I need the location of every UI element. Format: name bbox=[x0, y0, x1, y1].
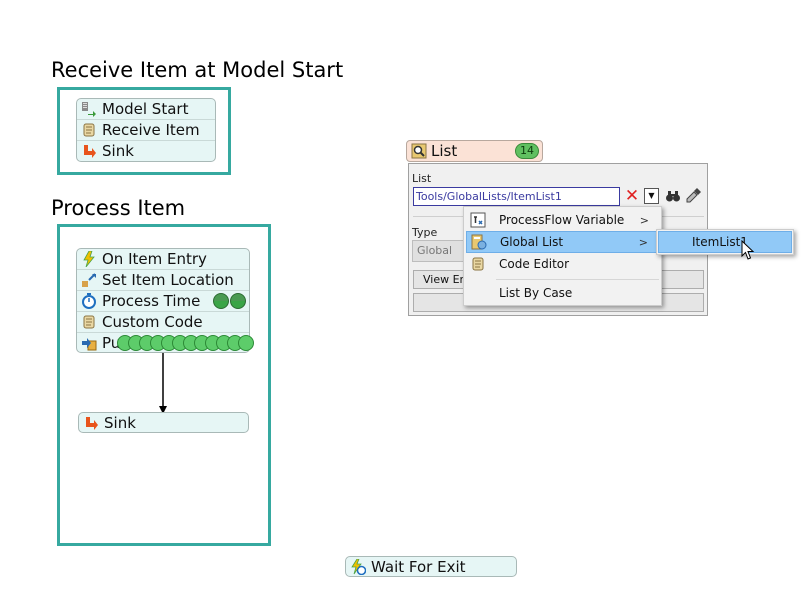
list-path-input[interactable]: Tools/GlobalLists/ItemList1 bbox=[413, 187, 620, 206]
activity-label: Wait For Exit bbox=[371, 558, 466, 576]
activity-push[interactable]: Pu bbox=[77, 333, 254, 353]
wait-for-exit-block[interactable]: Wait For Exit bbox=[345, 556, 517, 577]
script-icon bbox=[81, 122, 97, 138]
process-sink-block[interactable]: Sink bbox=[78, 412, 249, 433]
process-time-tokens bbox=[213, 293, 246, 309]
activity-on-item-entry[interactable]: On Item Entry bbox=[77, 249, 249, 270]
token[interactable] bbox=[238, 335, 254, 351]
submenu-item-itemlist1[interactable]: ItemList1 bbox=[658, 231, 792, 253]
token[interactable] bbox=[230, 293, 246, 309]
activity-label: Receive Item bbox=[102, 121, 200, 139]
chevron-right-icon: > bbox=[639, 213, 649, 227]
menu-item-code-editor[interactable]: Code Editor bbox=[466, 253, 659, 275]
activity-label: Model Start bbox=[102, 100, 189, 118]
lightning-icon bbox=[81, 251, 97, 267]
type-label: Type bbox=[412, 226, 438, 239]
eyedropper-icon bbox=[686, 188, 701, 203]
menu-item-label: Code Editor bbox=[499, 257, 570, 271]
menu-item-list-by-case[interactable]: List By Case bbox=[466, 282, 659, 304]
sink-icon bbox=[81, 143, 97, 159]
activity-wait-for-exit[interactable]: Wait For Exit bbox=[346, 557, 516, 577]
global-list-icon bbox=[471, 234, 487, 250]
list-field-label: List bbox=[412, 172, 432, 185]
token-count-badge: 14 bbox=[515, 143, 539, 159]
wait-icon bbox=[350, 559, 366, 575]
activity-sink[interactable]: Sink bbox=[77, 141, 215, 161]
global-list-submenu: ItemList1 bbox=[656, 229, 794, 255]
activity-set-item-location[interactable]: Set Item Location bbox=[77, 270, 249, 291]
menu-item-label: ProcessFlow Variable bbox=[499, 213, 625, 227]
activity-receive-item[interactable]: Receive Item bbox=[77, 120, 215, 141]
binoculars-button[interactable] bbox=[665, 188, 681, 204]
activity-label: Pu bbox=[102, 334, 121, 352]
eyedropper-button[interactable] bbox=[685, 187, 702, 204]
section-title-receive: Receive Item at Model Start bbox=[51, 58, 344, 82]
connector-arrow bbox=[159, 353, 167, 414]
activity-label: Sink bbox=[102, 142, 134, 160]
view-entries-button[interactable]: View Ent bbox=[413, 270, 469, 289]
menu-item-label: Global List bbox=[500, 235, 564, 249]
search-list-icon bbox=[411, 143, 427, 159]
sink-icon bbox=[83, 415, 99, 431]
process-activity-block[interactable]: On Item Entry Set Item Location Process … bbox=[76, 248, 254, 353]
list-panel-title: List bbox=[431, 142, 458, 160]
blank-icon bbox=[470, 285, 486, 301]
token[interactable] bbox=[213, 293, 229, 309]
submenu-item-label: ItemList1 bbox=[692, 235, 748, 249]
push-tokens bbox=[117, 335, 254, 351]
menu-item-global-list[interactable]: Global List > bbox=[466, 231, 659, 253]
model-start-icon bbox=[81, 101, 97, 117]
list-panel-title-bar[interactable]: List 14 bbox=[406, 140, 543, 162]
binoculars-icon bbox=[666, 191, 680, 202]
close-icon: ✕ bbox=[624, 186, 640, 206]
activity-label: Custom Code bbox=[102, 313, 203, 331]
menu-item-processflow-variable[interactable]: ProcessFlow Variable > bbox=[466, 209, 659, 231]
activity-model-start[interactable]: Model Start bbox=[77, 99, 215, 120]
activity-custom-code[interactable]: Custom Code bbox=[77, 312, 249, 333]
receive-container[interactable] bbox=[57, 87, 231, 175]
script-icon bbox=[81, 314, 97, 330]
chevron-down-icon: ▼ bbox=[648, 191, 655, 200]
variable-icon bbox=[470, 212, 486, 228]
chevron-right-icon: > bbox=[638, 235, 648, 249]
activity-label: On Item Entry bbox=[102, 250, 207, 268]
location-icon bbox=[81, 272, 97, 288]
panel-button-right[interactable] bbox=[661, 270, 704, 289]
type-select[interactable]: Global bbox=[412, 240, 466, 262]
dropdown-button[interactable]: ▼ bbox=[644, 188, 659, 204]
context-menu: ProcessFlow Variable > Global List > Cod… bbox=[463, 206, 662, 306]
activity-label: Sink bbox=[104, 414, 136, 432]
clear-button[interactable]: ✕ bbox=[624, 187, 640, 205]
activity-label: Process Time bbox=[102, 292, 201, 310]
activity-sink[interactable]: Sink bbox=[79, 413, 248, 433]
receive-activity-block[interactable]: Model Start Receive Item Sink bbox=[76, 98, 216, 162]
mouse-cursor-icon bbox=[741, 240, 755, 260]
activity-process-time[interactable]: Process Time bbox=[77, 291, 249, 312]
menu-separator bbox=[496, 279, 659, 280]
section-title-process: Process Item bbox=[51, 196, 186, 220]
script-icon bbox=[470, 256, 486, 272]
activity-label: Set Item Location bbox=[102, 271, 234, 289]
stopwatch-icon bbox=[81, 293, 97, 309]
process-container[interactable] bbox=[57, 224, 271, 546]
push-icon bbox=[81, 335, 97, 351]
menu-item-label: List By Case bbox=[499, 286, 573, 300]
